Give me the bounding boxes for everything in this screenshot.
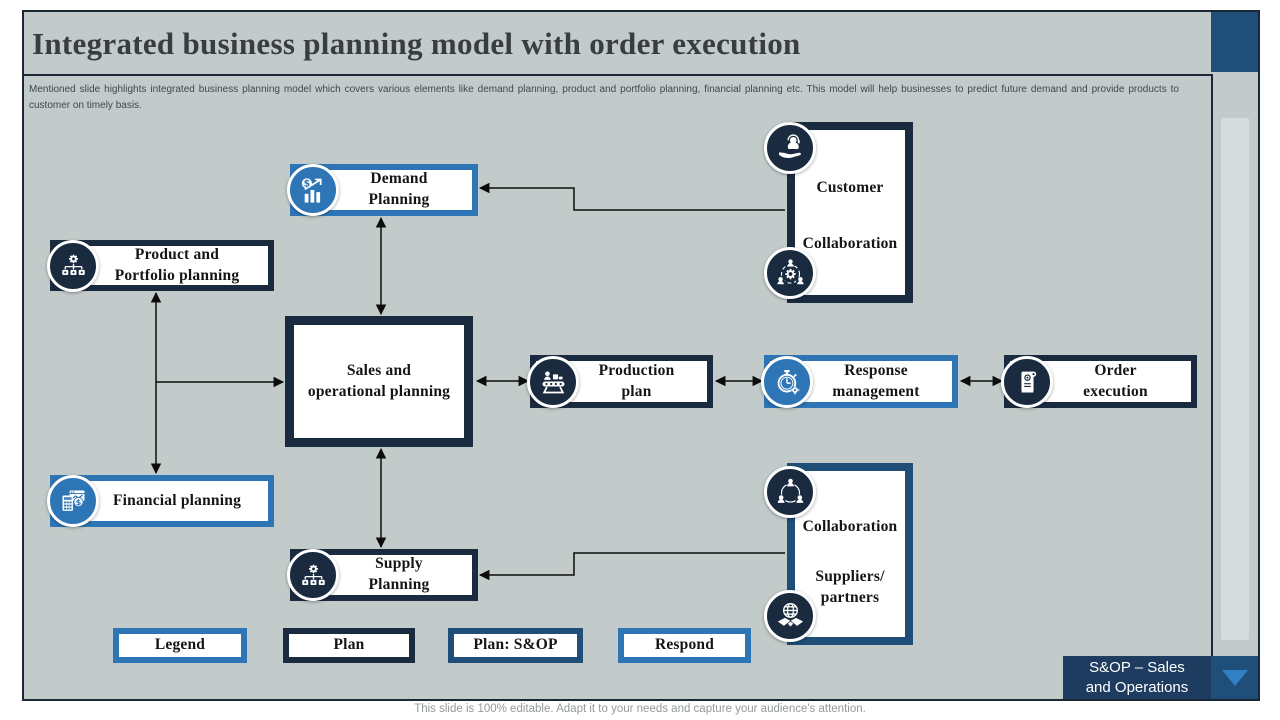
- node-supply-planning[interactable]: Supply Planning: [287, 549, 478, 601]
- scroll-icon: [1001, 355, 1053, 408]
- conveyor-icon: [527, 355, 579, 408]
- node-label: Financial planning: [112, 491, 242, 509]
- node-sales-operational-planning[interactable]: Sales and operational planning: [285, 316, 473, 447]
- triangle-down-icon: [1221, 669, 1248, 686]
- slide: Integrated business planning model with …: [22, 10, 1260, 701]
- legend-box-plan-sop[interactable]: Plan: S&OP: [448, 628, 583, 663]
- node-label: Production plan: [598, 361, 675, 400]
- page-title: Integrated business planning model with …: [32, 26, 801, 61]
- corner-tag: S&OP – Sales and Operations: [1063, 656, 1211, 699]
- footer-note: This slide is 100% editable. Adapt it to…: [414, 703, 866, 715]
- node-label: Product and Portfolio planning: [114, 245, 240, 284]
- legend-label: Plan: [333, 636, 365, 654]
- node-label: Collaboration: [802, 518, 898, 535]
- scroll-down-button[interactable]: [1211, 656, 1258, 699]
- node-label: Suppliers/ partners: [815, 568, 885, 606]
- node-demand-planning[interactable]: $ Demand Planning: [287, 164, 478, 216]
- legend-box-plan[interactable]: Plan: [283, 628, 415, 663]
- handshake-globe-icon: [764, 590, 816, 642]
- hierarchy-icon: [287, 549, 339, 601]
- node-financial-planning[interactable]: $ Financial planning: [47, 475, 274, 527]
- network-people-icon: [764, 466, 816, 518]
- growth-chart-icon: $: [287, 164, 339, 216]
- legend-box-legend[interactable]: Legend: [113, 628, 247, 663]
- legend-label: Legend: [154, 636, 206, 654]
- node-label: Demand Planning: [368, 170, 430, 208]
- team-gear-icon: [764, 247, 816, 299]
- customer-support-icon: [764, 122, 816, 174]
- node-label: Order execution: [1083, 361, 1148, 400]
- legend-label: Plan: S&OP: [473, 636, 558, 654]
- node-label: Sales and operational planning: [307, 361, 451, 400]
- node-order-execution[interactable]: Order execution: [1001, 355, 1197, 408]
- hierarchy-icon: [47, 239, 99, 292]
- scrollbar[interactable]: [1211, 74, 1258, 656]
- node-label: Collaboration: [802, 235, 898, 252]
- svg-text:$: $: [75, 497, 81, 507]
- title-bar: Integrated business planning model with …: [24, 12, 1258, 76]
- node-label: Supply Planning: [368, 555, 430, 593]
- node-label: Response management: [832, 361, 920, 400]
- scrollbar-thumb[interactable]: [1221, 118, 1249, 640]
- svg-text:$: $: [303, 178, 310, 189]
- node-product-portfolio-planning[interactable]: Product and Portfolio planning: [47, 239, 274, 292]
- stopwatch-icon: [761, 355, 813, 408]
- corner-accent-square: [1211, 12, 1258, 72]
- node-response-management[interactable]: Response management: [761, 355, 958, 408]
- node-label: Customer: [816, 179, 884, 196]
- node-customer-collaboration[interactable]: Customer Collaboration: [764, 122, 913, 303]
- node-suppliers-collaboration[interactable]: Collaboration Suppliers/ partners: [764, 463, 913, 645]
- legend-label: Respond: [654, 636, 715, 654]
- node-production-plan[interactable]: Production plan: [527, 355, 713, 408]
- slide-description: Mentioned slide highlights integrated bu…: [29, 84, 1179, 111]
- connector-arrows: [150, 182, 1004, 581]
- calculator-icon: $: [47, 475, 99, 527]
- legend-box-respond[interactable]: Respond: [618, 628, 751, 663]
